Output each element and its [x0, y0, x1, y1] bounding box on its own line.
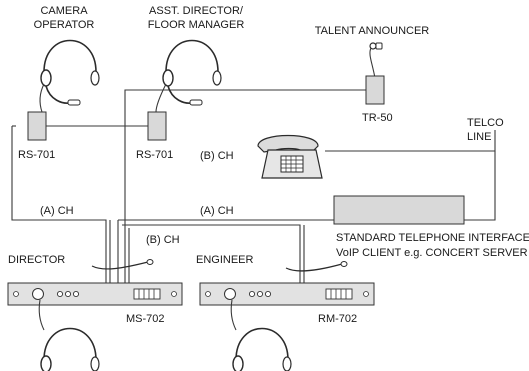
telco-interface-wire [464, 151, 496, 221]
a-ch-left-label: (A) CH [40, 205, 74, 217]
ms702-label: MS-702 [126, 313, 165, 325]
talent-announcer-label: TALENT ANNOUNCER [315, 25, 430, 37]
director-headset-icon [38, 299, 100, 371]
b-ch-lower-label: (B) CH [146, 234, 180, 246]
rm702-rack-unit [199, 261, 375, 306]
rs701-left-label: RS-701 [18, 149, 55, 161]
ms702-rack-unit [7, 259, 183, 306]
asst-director-label-2: FLOOR MANAGER [148, 19, 245, 31]
b-ch-upper-label: (B) CH [200, 150, 234, 162]
asst-director-headset-icon [155, 39, 222, 113]
rs701-right-beltpack [147, 111, 167, 141]
a-ch-right-wire-2 [122, 224, 301, 290]
telco-line-label-1: TELCO [467, 117, 504, 129]
telephone-interface-label-2: VoIP CLIENT e.g. CONCERT SERVER [336, 247, 528, 259]
telco-line-label-2: LINE [467, 131, 491, 143]
asst-director-label-1: ASST. DIRECTOR/ [149, 5, 244, 17]
director-label: DIRECTOR [8, 254, 65, 266]
tr50-label: TR-50 [362, 112, 393, 124]
telephone-interface-label-1: STANDARD TELEPHONE INTERFACE OR [336, 232, 529, 244]
rs701-right-label: RS-701 [136, 149, 173, 161]
b-ch-upper-wire [124, 89, 366, 290]
talent-earpiece-icon [369, 42, 383, 79]
camera-operator-label-1: CAMERA [40, 5, 88, 17]
engineer-headset-icon [230, 299, 292, 371]
rm702-label: RM-702 [318, 313, 357, 325]
camera-operator-headset-icon [39, 39, 100, 113]
engineer-label: ENGINEER [196, 254, 254, 266]
a-ch-left-wire [11, 126, 107, 290]
telephone-icon [257, 134, 323, 179]
rs701-left-beltpack [27, 111, 47, 141]
telephone-interface-box [333, 195, 465, 225]
wiring [11, 89, 496, 290]
tr50-beltpack [365, 75, 385, 105]
a-ch-right-label: (A) CH [200, 205, 234, 217]
camera-operator-label-2: OPERATOR [34, 19, 95, 31]
